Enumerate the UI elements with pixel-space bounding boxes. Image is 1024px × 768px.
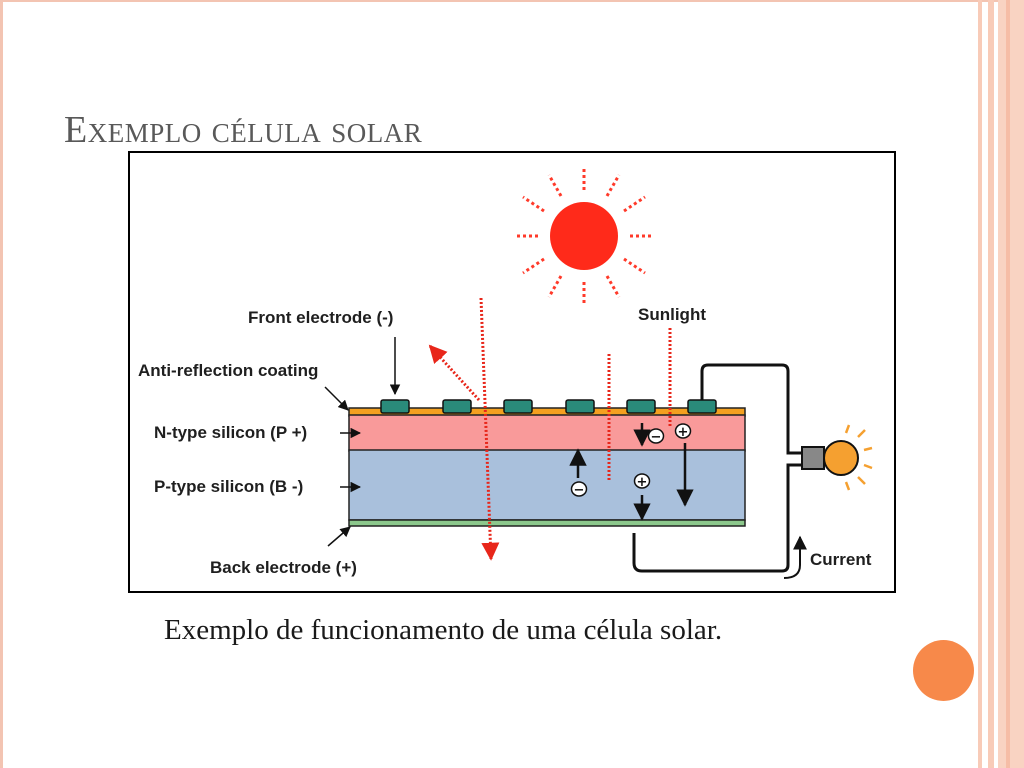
svg-text:+: +: [637, 475, 648, 490]
current-arrow-icon: [783, 535, 807, 579]
back-electrode-layer: [348, 519, 746, 527]
back-electrode-pointer: [327, 526, 351, 547]
svg-text:+: +: [678, 425, 689, 440]
current-label: Current: [810, 550, 872, 569]
coating-pointer: [324, 386, 349, 411]
front-electrodes: [380, 399, 717, 414]
left-border: [0, 0, 3, 768]
back-electrode-label: Back electrode (+): [210, 558, 357, 577]
sun-icon: [514, 167, 654, 305]
circuit-wire-bottom: [632, 463, 802, 573]
p-type-label: P-type silicon (B -): [154, 477, 303, 496]
right-decorative-stripes: [978, 0, 1024, 768]
p-type-layer: [348, 449, 746, 521]
hole-icon: +: [674, 423, 692, 440]
top-border: [0, 0, 1024, 2]
front-electrode-label: Front electrode (-): [248, 308, 393, 327]
circuit-wire-top: [700, 363, 802, 455]
svg-text:−: −: [574, 483, 585, 498]
electron-icon: −: [647, 428, 665, 445]
charge-arrows: [569, 423, 694, 521]
electron-icon: −: [570, 481, 588, 498]
slide-title: Exemplo célula solar: [64, 109, 423, 151]
svg-text:−: −: [651, 430, 662, 445]
hole-icon: +: [633, 473, 651, 490]
diagram-svg: − − + +: [138, 167, 873, 579]
light-bulb-icon: [801, 424, 873, 491]
light-rays: [428, 297, 672, 561]
slide-caption: Exemplo de funcionamento de uma célula s…: [164, 614, 723, 646]
sunlight-label: Sunlight: [638, 305, 706, 324]
solar-cell-diagram: − − + +: [128, 151, 896, 593]
anti-reflection-label: Anti-reflection coating: [138, 361, 318, 380]
decorative-orange-circle: [913, 640, 974, 701]
n-type-label: N-type silicon (P +): [154, 423, 307, 442]
